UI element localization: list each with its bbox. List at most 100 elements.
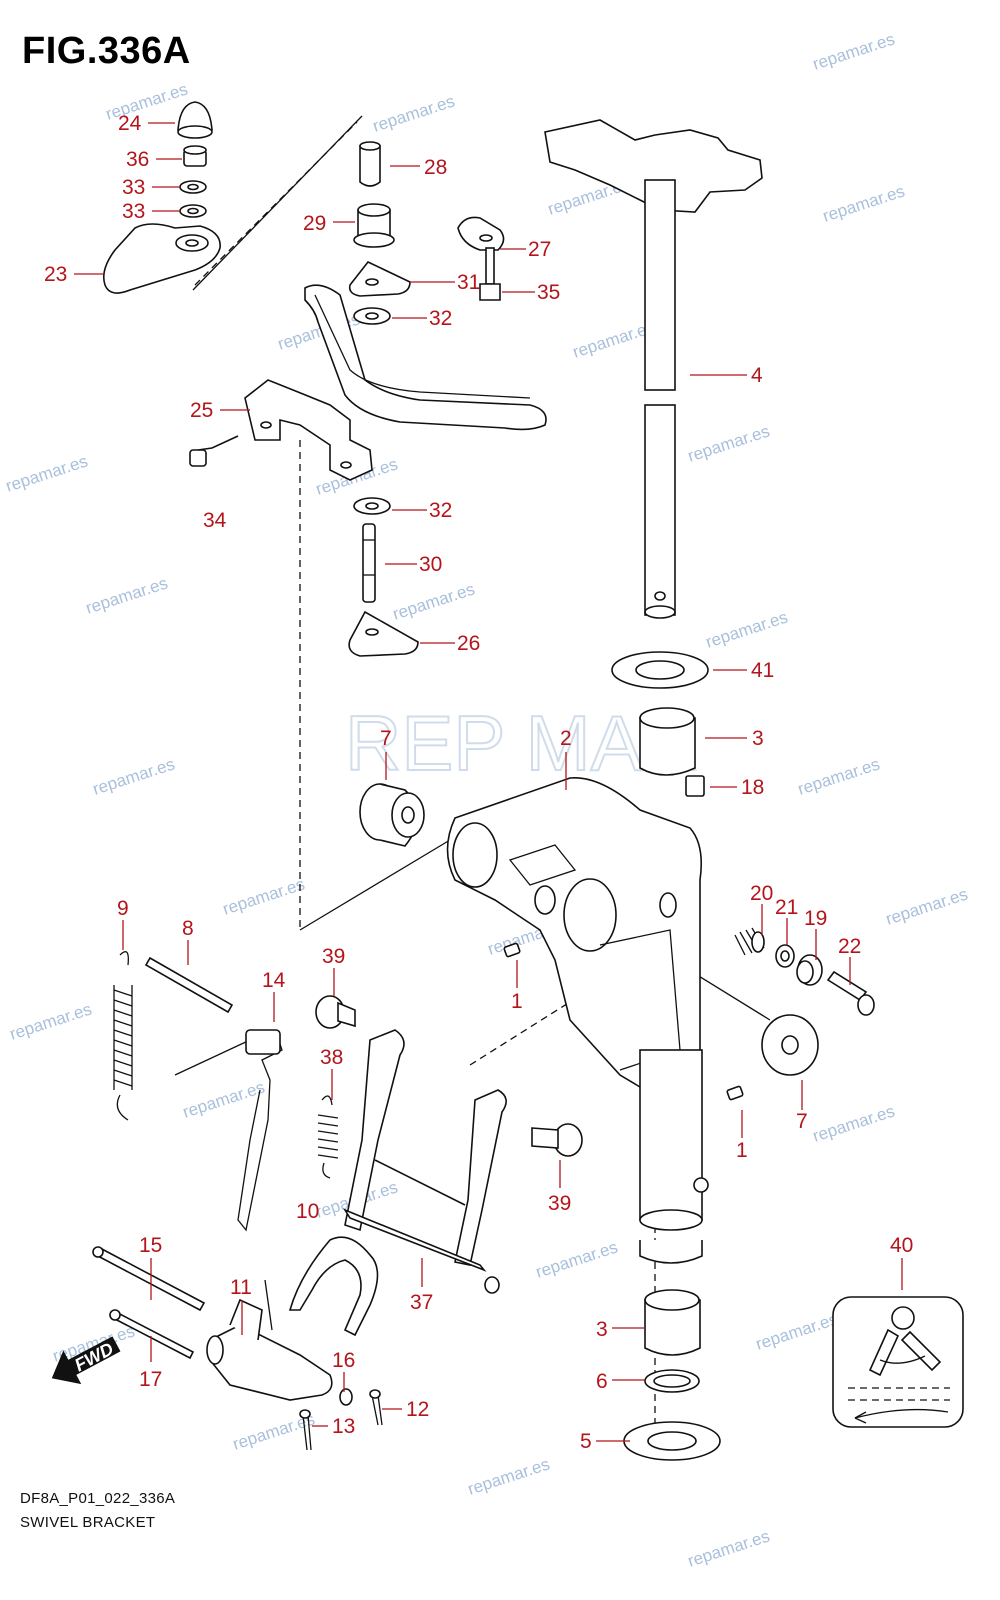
callout-number-p27: 27: [528, 238, 551, 261]
callout-number-p7a: 7: [380, 727, 392, 750]
callout-number-p13: 13: [332, 1415, 355, 1438]
o-ring-part: [644, 1369, 700, 1393]
figure-title: FIG.336A: [22, 30, 191, 72]
callout-number-p22: 22: [838, 935, 861, 958]
pin-part: [144, 956, 234, 1014]
watermark-text: repamar.es: [795, 754, 882, 798]
callout-number-p39a: 39: [322, 945, 345, 968]
plate-part: [348, 261, 411, 297]
callout-number-p33a: 33: [122, 176, 145, 199]
steering-shaft-part: [544, 119, 763, 619]
callout-number-p40: 40: [890, 1234, 913, 1257]
watermark-text: repamar.es: [465, 1454, 552, 1498]
figure-name: SWIVEL BRACKET: [20, 1514, 156, 1531]
callout-leaders: [74, 122, 903, 1442]
upper-bushing-part: [639, 707, 696, 776]
washer-part: [179, 180, 207, 218]
watermark-text: repamar.es: [685, 421, 772, 465]
spring-clip-part: [288, 1236, 379, 1337]
nut-part: [183, 145, 207, 167]
callout-number-p14: 14: [262, 969, 286, 992]
watermark-text: repamar.es: [370, 91, 457, 135]
watermark-text: repamar.es: [390, 579, 477, 623]
collar-part: [353, 203, 395, 248]
watermark-text: repamar.es: [7, 999, 94, 1043]
watermark-text: repamar.es: [570, 317, 657, 361]
callout-number-p36: 36: [126, 148, 149, 171]
watermark-text: repamar.es: [220, 874, 307, 918]
callout-number-p1a: 1: [511, 990, 523, 1013]
callout-number-p17: 17: [139, 1368, 162, 1391]
watermark-text: repamar.es: [753, 1309, 840, 1353]
callout-number-p2: 2: [560, 727, 572, 750]
callout-number-p10: 10: [296, 1200, 319, 1223]
callout-number-p15: 15: [139, 1234, 162, 1257]
callout-number-p1b: 1: [736, 1139, 748, 1162]
callout-number-p34: 34: [203, 509, 227, 532]
callout-number-p6: 6: [596, 1370, 608, 1393]
callout-number-p18: 18: [741, 776, 764, 799]
rod-part: [92, 1246, 206, 1360]
callout-number-p12: 12: [406, 1398, 429, 1421]
stud-part: [362, 523, 376, 603]
tilt-lever-part: [343, 1029, 507, 1294]
callout-number-p41: 41: [751, 659, 774, 682]
watermark-text: repamar.es: [180, 1077, 267, 1121]
callout-number-p5: 5: [580, 1430, 592, 1453]
tilt-label-part: [832, 1296, 964, 1428]
callout-number-p23: 23: [44, 263, 67, 286]
callout-number-p31: 31: [457, 271, 480, 294]
callout-number-p26: 26: [457, 632, 480, 655]
tension-spring-part: [113, 951, 133, 1121]
callout-number-p3a: 3: [752, 727, 764, 750]
callout-number-p35: 35: [537, 281, 560, 304]
watermark-text: repamar.es: [810, 1101, 897, 1145]
callout-number-p11: 11: [230, 1276, 252, 1299]
figure-code: DF8A_P01_022_336A: [20, 1490, 176, 1507]
cap-nut-part: [177, 101, 213, 139]
tiller-bracket-part: [244, 284, 547, 481]
o-ring-part: [775, 944, 795, 968]
callout-number-p25: 25: [190, 399, 213, 422]
washer-part: [339, 1388, 353, 1406]
clip-part: [457, 216, 505, 251]
callout-number-p29: 29: [303, 212, 326, 235]
callout-number-p33b: 33: [122, 200, 145, 223]
callout-number-p28: 28: [424, 156, 447, 179]
spring-part: [734, 927, 765, 956]
bolt-part: [479, 247, 501, 301]
lower-bushing-part: [644, 1289, 701, 1356]
callout-number-p8: 8: [182, 917, 194, 940]
watermark-text: repamar.es: [83, 573, 170, 617]
key-part: [685, 775, 705, 797]
callout-number-p3b: 3: [596, 1318, 608, 1341]
thrust-washer-part: [623, 1421, 721, 1461]
friction-lever-part: [102, 223, 221, 294]
callout-number-p32a: 32: [429, 307, 452, 330]
watermark-text: repamar.es: [883, 884, 970, 928]
callout-number-p39b: 39: [548, 1192, 571, 1215]
watermark-text: repamar.es: [685, 1526, 772, 1570]
watermark-text: repamar.es: [703, 607, 790, 651]
callout-number-p24: 24: [118, 112, 142, 135]
watermark-text: repamar.es: [533, 1237, 620, 1281]
callout-number-p21: 21: [775, 896, 798, 919]
watermark-text: repamar.es: [103, 79, 190, 123]
swivel-bushing-part: [359, 783, 819, 1076]
callout-number-p30: 30: [419, 553, 442, 576]
small-spring-part: [317, 1095, 339, 1179]
callout-number-p7b: 7: [796, 1110, 808, 1133]
shoulder-bolt-part: [315, 995, 583, 1157]
washer-part: [353, 307, 391, 515]
bolt-part: [189, 435, 239, 467]
watermark-text: repamar.es: [820, 181, 907, 225]
callout-number-p16: 16: [332, 1349, 355, 1372]
grease-nipple-part: [503, 942, 744, 1101]
plate-part: [348, 610, 419, 657]
plunger-part: [796, 954, 823, 986]
thrust-washer-part: [611, 651, 709, 689]
watermark-text: repamar.es: [3, 451, 90, 495]
bushing-part: [359, 141, 381, 187]
